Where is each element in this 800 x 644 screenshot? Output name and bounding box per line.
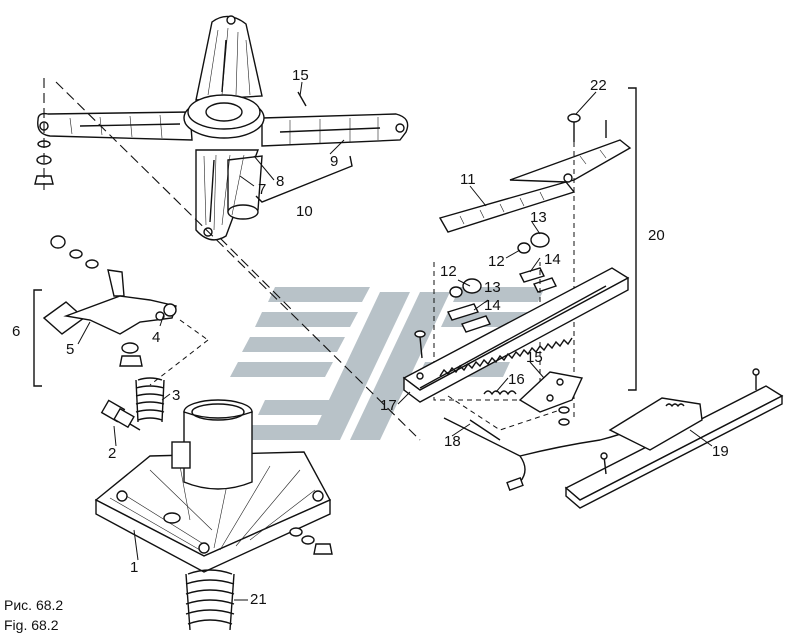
- leader-lines: [77, 81, 713, 601]
- part-labels: 1 2 3 4 5 6 7 8 9 10 11 12 12 13 13 14 1…: [12, 67, 729, 608]
- pin-part: [297, 91, 307, 107]
- guide-line: [447, 395, 561, 431]
- label-17: 17: [380, 397, 397, 414]
- guide-line: [149, 339, 209, 386]
- guide-line: [179, 319, 209, 341]
- label-12b: 12: [440, 263, 457, 280]
- toothed-rail: [402, 267, 630, 403]
- bolt-part: [567, 113, 607, 142]
- label-13b: 13: [484, 279, 501, 296]
- label-10: 10: [296, 203, 313, 220]
- bracket-6: [33, 289, 42, 387]
- label-14a: 14: [544, 251, 561, 268]
- label-8: 8: [276, 173, 284, 190]
- nut-washer-stack: [34, 140, 54, 185]
- guide-line: [219, 237, 293, 311]
- nut-washer-stack: [289, 527, 333, 555]
- label-13a: 13: [530, 209, 547, 226]
- label-14b: 14: [484, 297, 501, 314]
- spider-base-part: [37, 15, 409, 241]
- label-6: 6: [12, 323, 20, 340]
- label-22: 22: [590, 77, 607, 94]
- bracket-20: [628, 87, 637, 391]
- label-1: 1: [130, 559, 138, 576]
- latch-plate: [483, 371, 584, 426]
- label-12a: 12: [488, 253, 505, 270]
- spring-part: [135, 377, 165, 423]
- label-21: 21: [250, 591, 267, 608]
- spring-part: [185, 569, 235, 631]
- lower-rail: [564, 368, 784, 509]
- label-11: 11: [460, 171, 476, 188]
- label-5: 5: [66, 341, 74, 358]
- figure-caption-ru: Рис. 68.2: [4, 597, 64, 613]
- label-2: 2: [108, 445, 116, 462]
- label-3: 3: [172, 387, 180, 404]
- label-9: 9: [330, 153, 338, 170]
- base-plate-part: [94, 399, 331, 573]
- label-15a: 15: [292, 67, 309, 84]
- label-16: 16: [508, 371, 525, 388]
- label-18: 18: [444, 433, 461, 450]
- guide-line: [55, 81, 421, 441]
- bolt-part: [414, 330, 426, 359]
- figure-caption-en: Fig. 68.2: [4, 617, 59, 633]
- label-15b: 15: [526, 349, 543, 366]
- switch-sensor-part: [100, 399, 141, 431]
- lever-assembly: [42, 235, 177, 367]
- label-19: 19: [712, 443, 729, 460]
- label-20: 20: [648, 227, 665, 244]
- group-outline: [433, 262, 541, 401]
- label-7: 7: [258, 181, 266, 198]
- label-4: 4: [152, 329, 160, 346]
- bracket-10: [255, 155, 353, 203]
